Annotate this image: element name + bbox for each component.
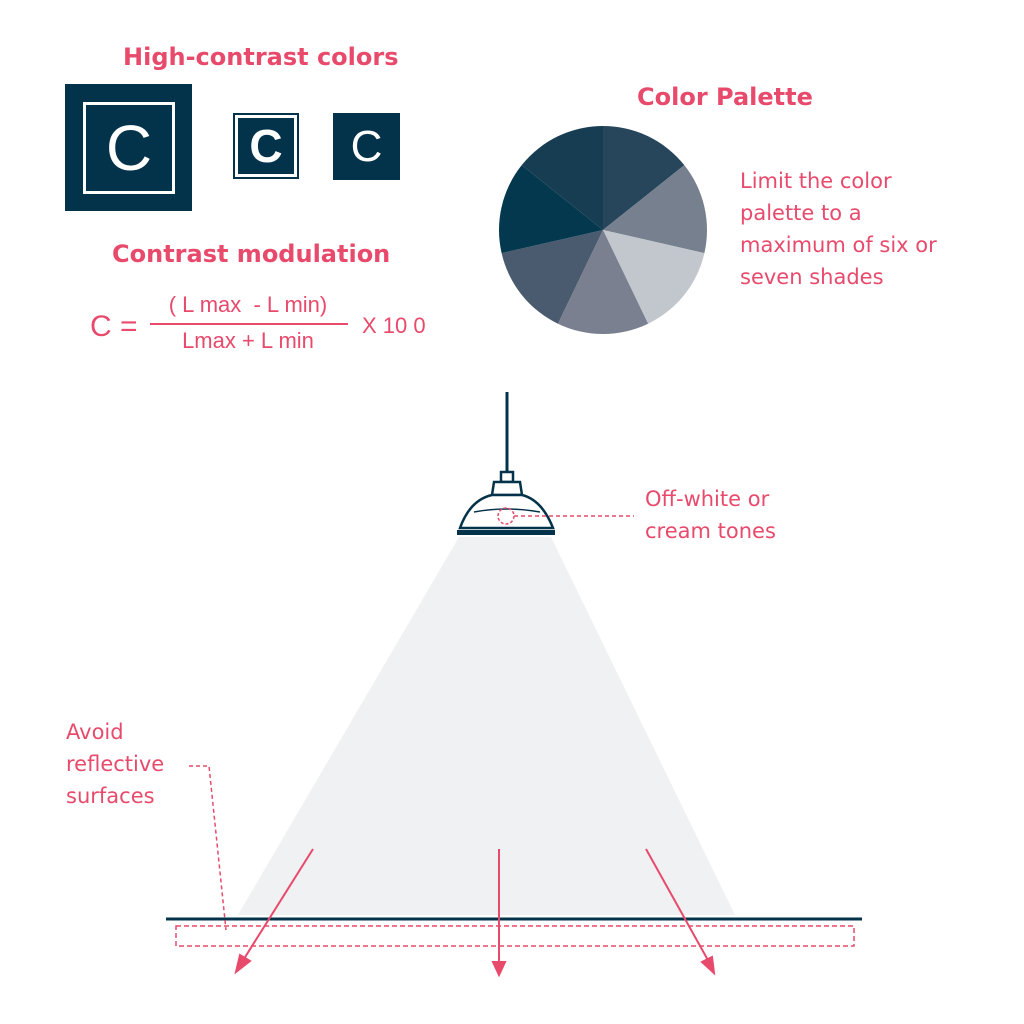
lamp-note: Off-white or cream tones [645, 483, 776, 547]
contrast-sample-small: C [333, 113, 400, 180]
formula-denominator: Lmax + L min [182, 328, 314, 353]
color-wheel-slice [499, 165, 603, 254]
color-wheel-slice [603, 126, 685, 230]
light-ray-arrow-right [645, 848, 710, 963]
color-wheel [499, 126, 707, 334]
formula-fraction-bar [150, 323, 348, 325]
reflective-surface-zone [175, 925, 855, 947]
formula-lhs: C = [90, 310, 138, 343]
formula-numerator: ( L max - L min) [168, 292, 328, 317]
palette-note-line: Limit the color [740, 169, 892, 193]
palette-note-line: palette to a [740, 201, 862, 225]
color-wheel-slice [603, 165, 707, 254]
color-wheel-slice [501, 230, 603, 324]
light-ray-arrow-left [241, 848, 314, 963]
palette-note-line: maximum of six or [740, 233, 937, 257]
light-cone [238, 537, 735, 915]
arrow-head-right [700, 955, 716, 976]
color-wheel-slice [521, 126, 603, 230]
surface-note-line: surfaces [66, 784, 155, 808]
contrast-sample-large: C [65, 84, 192, 211]
contrast-sample-outlined: C [233, 113, 299, 179]
surface-callout-line [189, 765, 227, 931]
color-wheel-slice [557, 230, 649, 334]
palette-note: Limit the color palette to a maximum of … [740, 165, 937, 293]
high-contrast-title: High-contrast colors [123, 43, 399, 71]
color-palette-title: Color Palette [637, 83, 813, 111]
contrast-sample-outlined-letter: C [238, 118, 294, 174]
formula-multiplier: X 10 0 [362, 313, 426, 338]
surface-note: Avoid reflective surfaces [66, 716, 164, 812]
pendant-lamp-icon [457, 470, 555, 535]
lamp-note-line: cream tones [645, 519, 776, 543]
color-wheel-slice [603, 230, 705, 324]
lamp-note-line: Off-white or [645, 487, 770, 511]
arrow-head-left [234, 953, 252, 975]
surface-note-line: Avoid [66, 720, 124, 744]
surface-note-line: reflective [66, 752, 165, 776]
palette-note-line: seven shades [740, 265, 884, 289]
contrast-modulation-title: Contrast modulation [112, 240, 391, 268]
contrast-sample-large-letter: C [83, 102, 175, 194]
arrow-head-center [491, 961, 507, 978]
